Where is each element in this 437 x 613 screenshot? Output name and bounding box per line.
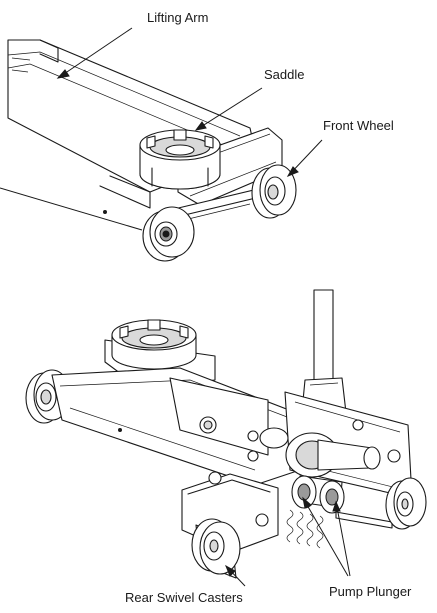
label-front-wheel: Front Wheel: [323, 118, 394, 133]
label-pump-plunger: Pump Plunger: [329, 584, 412, 599]
leader-lines: [0, 27, 351, 587]
rear-swivel-caster-left-drawing: [191, 518, 241, 579]
label-rear-swivel-casters: Rear Swivel Casters: [125, 590, 243, 605]
top-jack-view: [7, 39, 297, 262]
left-front-wheel-drawing: [142, 206, 195, 262]
rear-swivel-caster-right-drawing: [385, 477, 427, 530]
saddle-drawing: [139, 129, 221, 190]
label-saddle: Saddle: [264, 67, 304, 82]
bottom-jack-view: [25, 289, 427, 579]
front-wheel-drawing: [251, 164, 297, 219]
label-lifting-arm: Lifting Arm: [147, 10, 208, 25]
pump-plunger-drawing: [259, 427, 393, 549]
